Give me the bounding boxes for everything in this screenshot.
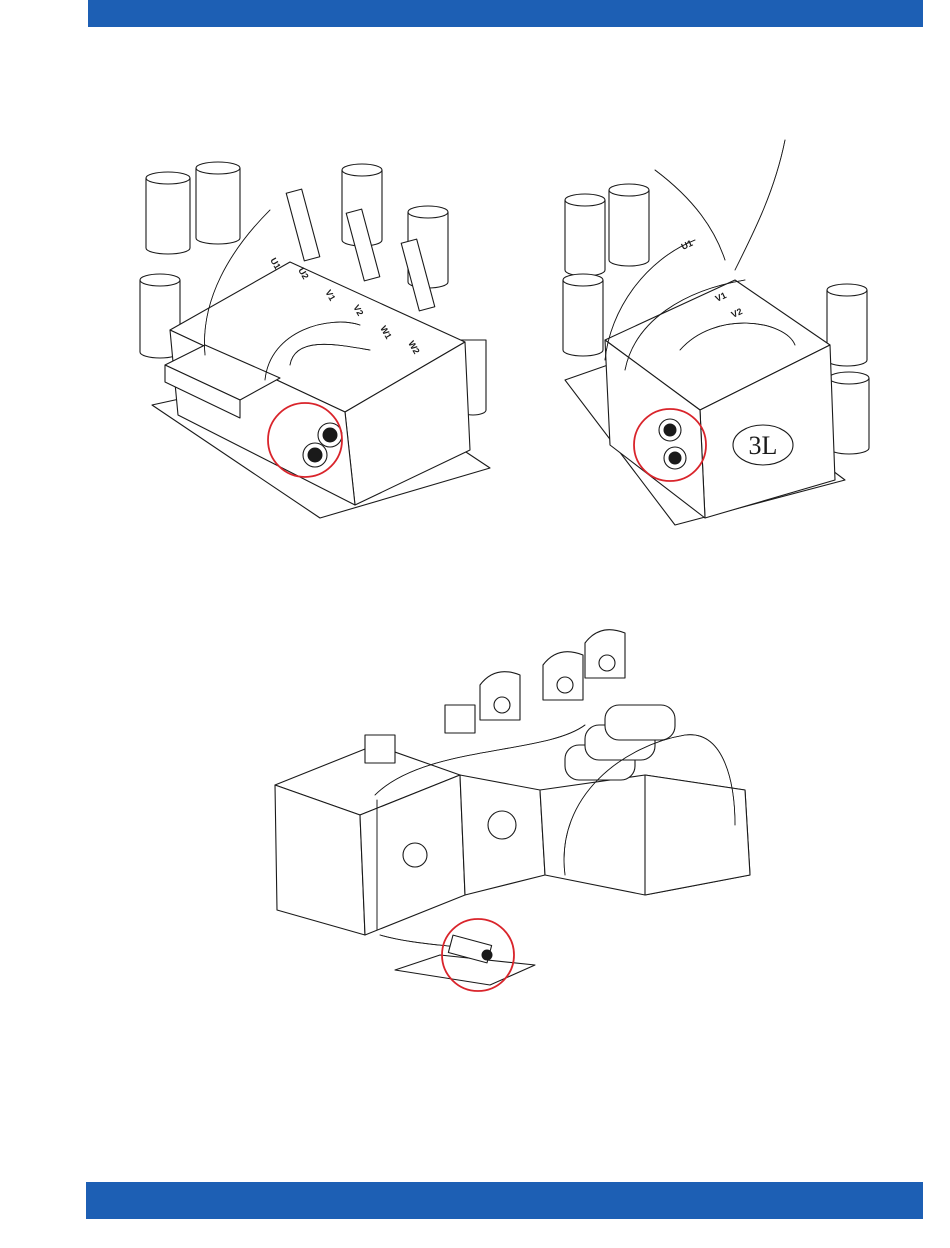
footer-bar <box>86 1182 923 1219</box>
figure-left: U1 U2 V1 V2 W1 W2 <box>130 150 510 530</box>
figure-bottom <box>265 625 785 1015</box>
header-bar <box>88 0 923 27</box>
panel-label-3l: 3L <box>749 431 778 460</box>
figure-right: 3L U1 V1 V2 <box>545 140 895 535</box>
terminal-label-u1-right: U1 <box>680 238 695 252</box>
